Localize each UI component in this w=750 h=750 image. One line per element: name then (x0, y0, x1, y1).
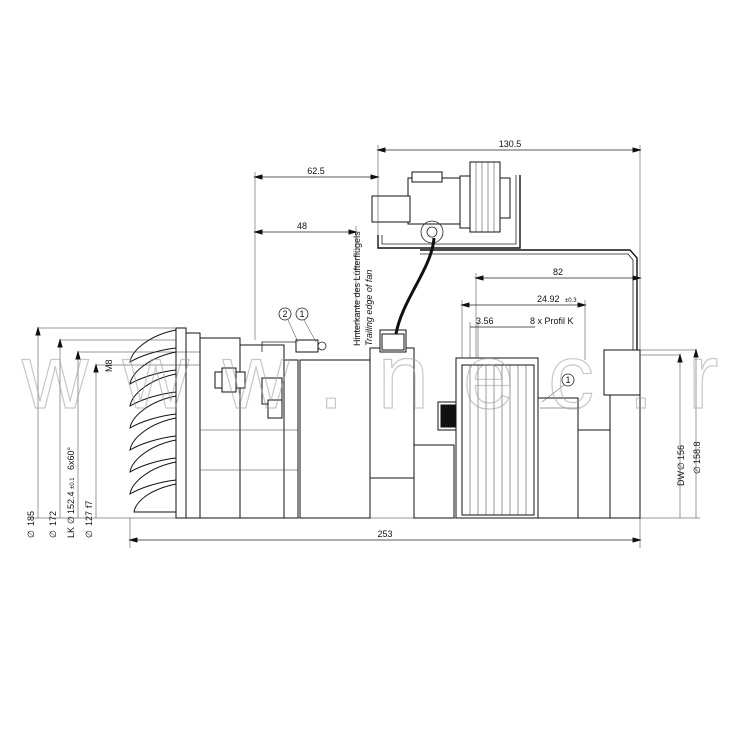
dia-127-label: 127 (84, 511, 94, 526)
dia-158-label: 158.8 (692, 441, 702, 464)
dia-152-symbol: ∅ (66, 516, 76, 524)
dia-172-label: 172 (48, 511, 58, 526)
dim-82: 82 (553, 267, 563, 277)
groove-profile-label: 8 x Profil K (530, 316, 574, 326)
callout-2: 2 (278, 307, 299, 343)
dia-185-symbol: ∅ (26, 530, 36, 538)
fan-edge-note-de: Hinterkante des Lüfterflügels (352, 231, 362, 346)
callout-1-right-label: 1 (565, 375, 570, 385)
thread-label: M8 (104, 359, 114, 372)
connector-assembly (371, 161, 638, 351)
dia-152-label: 152.4 (66, 491, 76, 514)
left-diameter-labels: ∅ 185 ∅ 172 LK ∅ 152.4 ±0.1 6x60° ∅ 127 … (26, 359, 114, 538)
dia-172-symbol: ∅ (48, 530, 58, 538)
base-lines (30, 517, 700, 548)
dim-130-5: 130.5 (499, 139, 522, 149)
dia-127-fit: f7 (84, 500, 94, 508)
bolt-pattern-label: 6x60° (66, 446, 76, 470)
lk-label: LK (66, 527, 76, 538)
fan-edge-note-en: Trailing edge of fan (364, 270, 374, 346)
pulley-assembly (455, 349, 641, 519)
dim-3-56: 3.56 (476, 316, 494, 326)
dia-156-label: 156 (676, 445, 686, 460)
fan-assembly (129, 327, 327, 519)
dimension-lines (37, 145, 697, 541)
dim-48: 48 (297, 221, 307, 231)
dia-152-tol: ±0.1 (70, 477, 76, 489)
dim-24-92: 24.92 (537, 294, 560, 304)
dim-253: 253 (377, 529, 392, 539)
dia-156-symbol: ∅ (676, 462, 686, 470)
dim-24-92-tol: ±0.3 (565, 298, 577, 304)
callout-1-top-label: 1 (299, 309, 304, 319)
dim-62-5: 62.5 (307, 166, 325, 176)
dia-158-symbol: ∅ (692, 466, 702, 474)
clutch-housing (299, 329, 461, 519)
dia-127-symbol: ∅ (84, 530, 94, 538)
dia-185-label: 185 (26, 511, 36, 526)
callout-1-top: 1 (295, 307, 317, 343)
dimension-arrows (35, 147, 699, 543)
callout-2-label: 2 (282, 309, 287, 319)
right-diameter-labels: DW ∅ 156 ∅ 158.8 (676, 441, 702, 486)
dw-label: DW (676, 471, 686, 486)
watermark: www.nec.ru (21, 326, 750, 428)
callout-1-right: 1 (541, 373, 575, 403)
